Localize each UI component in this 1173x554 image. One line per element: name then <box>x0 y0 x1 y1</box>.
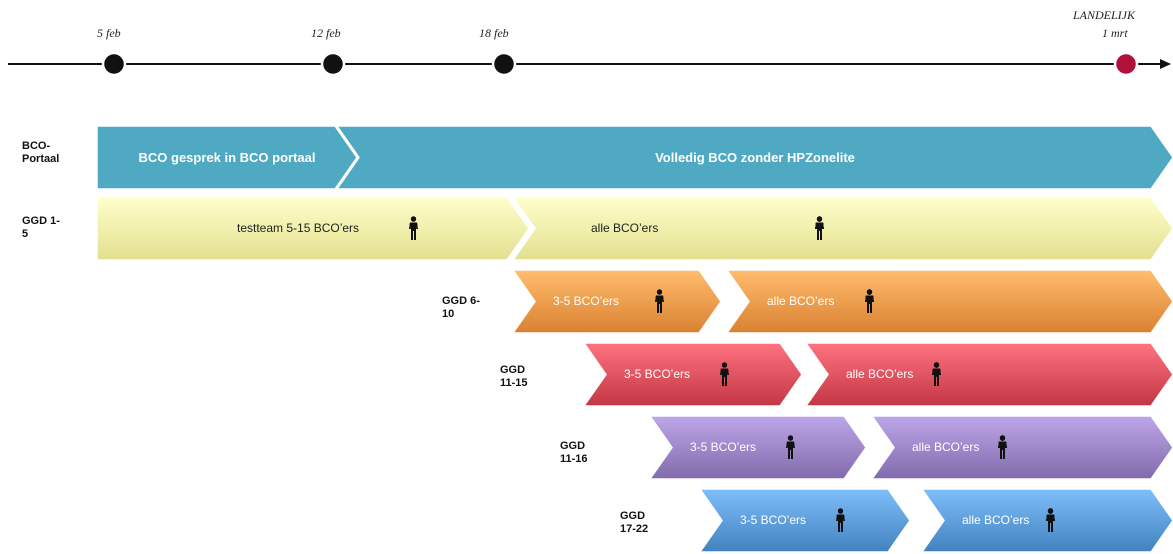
milestone-dot <box>320 51 346 77</box>
milestone-dot <box>491 51 517 77</box>
phase-label: alle BCO’ers <box>767 294 835 308</box>
phase-label: alle BCO’ers <box>846 367 914 381</box>
person-icon <box>409 216 418 240</box>
phase-label: alle BCO’ers <box>962 513 1030 527</box>
phase-chevron: 3-5 BCO’ers <box>648 415 867 480</box>
person-icon <box>815 216 824 240</box>
row-label-ggd-6-10: GGD 6-10 <box>442 295 480 320</box>
row-label-ggd-1-5: GGD 1-5 <box>22 215 60 240</box>
phase-chevron: 3-5 BCO’ers <box>511 269 722 334</box>
phase-label: 3-5 BCO’ers <box>553 294 620 308</box>
date-label: 12 feb <box>311 26 341 40</box>
phase-label: 3-5 BCO’ers <box>740 513 807 527</box>
phase-chevron: alle BCO’ers <box>804 342 1173 407</box>
phase-chevron: alle BCO’ers <box>870 415 1173 480</box>
person-icon <box>865 289 874 313</box>
milestone-dot-landelijk <box>1113 51 1139 77</box>
date-label: 18 feb <box>479 26 509 40</box>
phase-chevron: alle BCO’ers <box>920 488 1173 553</box>
person-icon <box>786 435 795 459</box>
person-icon <box>720 362 729 386</box>
person-icon <box>836 508 845 532</box>
person-icon <box>998 435 1007 459</box>
phase-chevron: 3-5 BCO’ers <box>698 488 911 553</box>
row-label-bco-portaal: BCO-Portaal <box>22 140 60 165</box>
phase-chevron: 3-5 BCO’ers <box>582 342 803 407</box>
phase-chevron: Volledig BCO zonder HPZonelite <box>335 125 1173 190</box>
phase-chevron: BCO gesprek in BCO portaal <box>96 125 358 190</box>
phase-label: 3-5 BCO’ers <box>690 440 757 454</box>
timeline-axis <box>8 51 1171 77</box>
person-icon <box>932 362 941 386</box>
phase-chevron: testteam 5-15 BCO’ers <box>96 196 530 261</box>
timeline: 5 feb 12 feb 18 feb LANDELIJK 1 mrt <box>0 0 1173 100</box>
landelijk-label: LANDELIJK <box>1073 8 1136 22</box>
date-label: 1 mrt <box>1102 26 1128 40</box>
phase-chevron: alle BCO’ers <box>511 196 1173 261</box>
phase-label: Volledig BCO zonder HPZonelite <box>655 150 855 165</box>
phase-label: testteam 5-15 BCO’ers <box>237 221 360 235</box>
phase-label: 3-5 BCO’ers <box>624 367 691 381</box>
date-label: 5 feb <box>97 26 121 40</box>
phase-chevron: alle BCO’ers <box>725 269 1173 334</box>
person-icon <box>1046 508 1055 532</box>
phase-label: alle BCO’ers <box>912 440 980 454</box>
phase-label: BCO gesprek in BCO portaal <box>138 150 316 165</box>
person-icon <box>655 289 664 313</box>
milestone-dot <box>101 51 127 77</box>
phase-label: alle BCO’ers <box>591 221 659 235</box>
